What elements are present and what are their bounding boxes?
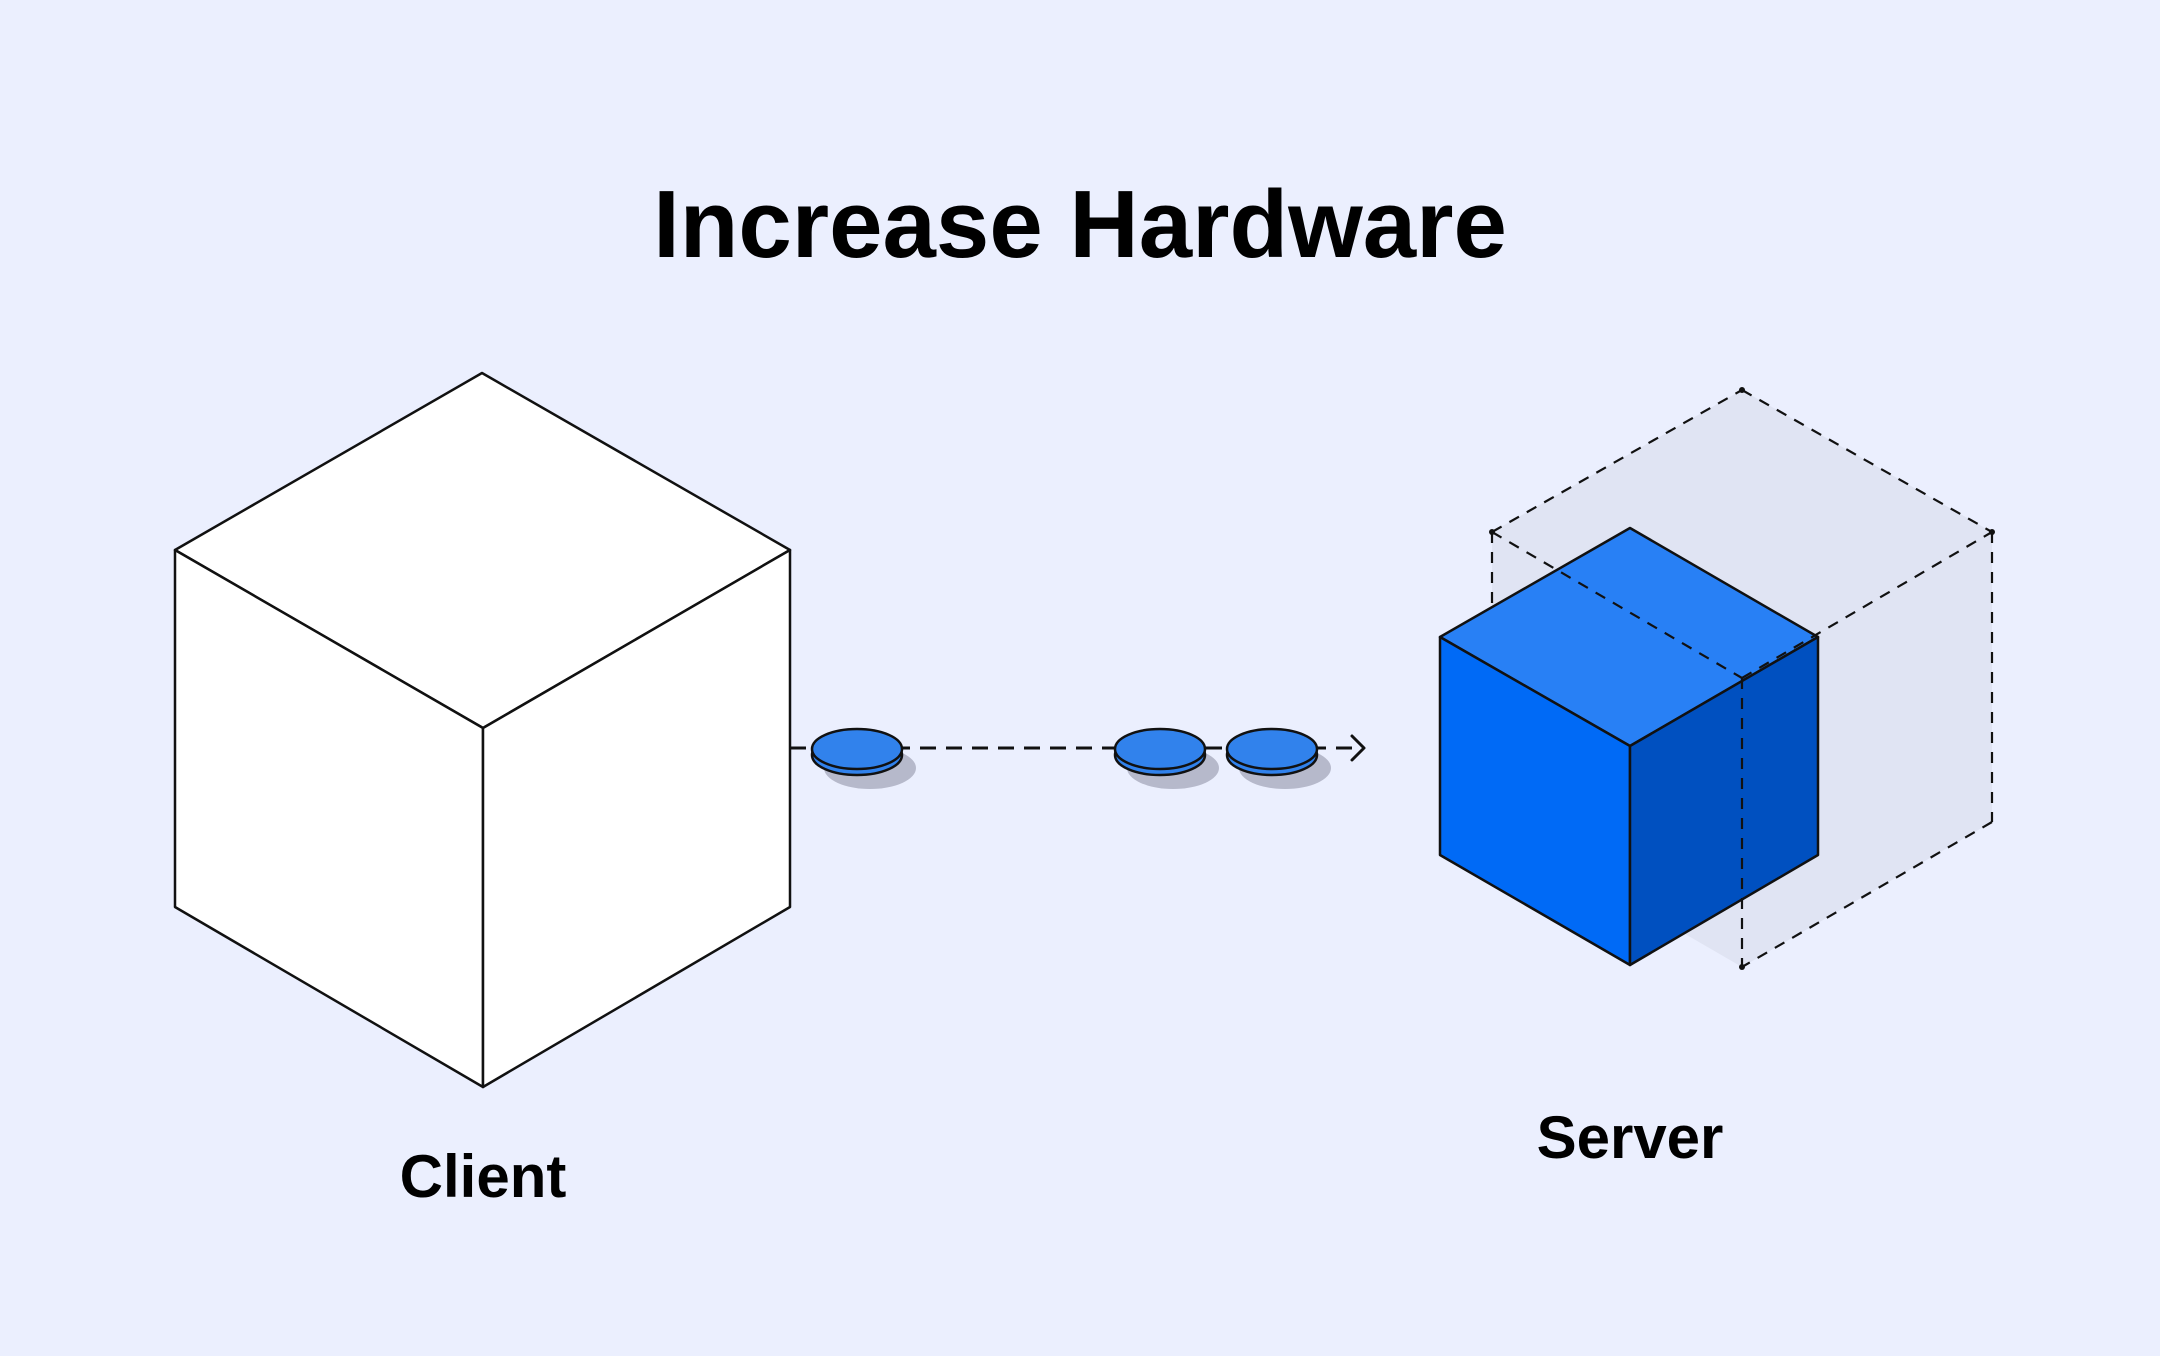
diagram-title: Increase Hardware	[653, 171, 1507, 278]
data-packet	[810, 727, 916, 789]
packet-top	[810, 727, 904, 771]
packet-top	[1113, 727, 1207, 771]
client-label: Client	[399, 1143, 567, 1210]
client-cube[interactable]	[173, 371, 792, 1089]
server-cube[interactable]	[1438, 526, 1820, 967]
packet-top	[1225, 727, 1319, 771]
data-packet	[1113, 727, 1219, 789]
upgrade-outline-edges	[1490, 389, 1994, 968]
server-label: Server	[1536, 1104, 1724, 1171]
upgrade-outline-front-edges	[1491, 531, 1993, 967]
server-cube-side-face	[1628, 635, 1820, 967]
arrow-head-icon	[1350, 734, 1366, 762]
upgrade-outline-corner-marks	[1489, 387, 1995, 970]
data-packet	[1225, 727, 1331, 789]
client-cube-right-face	[481, 548, 792, 1089]
